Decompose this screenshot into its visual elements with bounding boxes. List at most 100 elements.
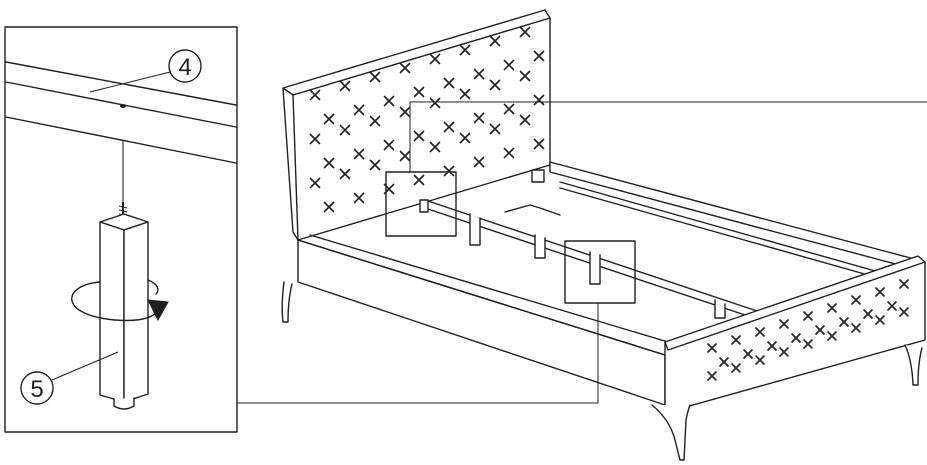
stitch-mark	[503, 59, 515, 71]
stitch-mark	[814, 324, 826, 336]
stitch-mark	[503, 103, 515, 115]
rail-bracket	[531, 169, 545, 183]
stitch-mark	[459, 88, 471, 100]
callout-5-leader	[51, 351, 119, 381]
stitch-mark	[533, 94, 545, 106]
callout-4: 4	[89, 49, 202, 93]
stitch-mark	[898, 306, 910, 318]
stitch-mark	[706, 370, 718, 382]
stitch-mark	[519, 26, 531, 38]
footboard-panel	[664, 255, 926, 413]
stitch-mark	[533, 138, 545, 150]
beam-leg-4	[714, 299, 726, 319]
stitch-mark	[826, 302, 838, 314]
stitch-mark	[383, 139, 395, 151]
stitch-mark	[323, 113, 335, 125]
stitch-mark	[766, 340, 778, 352]
stitch-mark	[874, 314, 886, 326]
stitch-mark	[399, 106, 411, 118]
leg-foot	[113, 397, 135, 410]
stitch-mark	[459, 44, 471, 56]
stitch-mark	[353, 148, 365, 160]
leader-to-detail-top	[409, 101, 927, 172]
stitch-mark	[489, 79, 501, 91]
stitch-mark	[473, 112, 485, 124]
beam-leg-1	[469, 213, 481, 246]
stitch-mark	[802, 310, 814, 322]
callout-4-leader	[89, 71, 171, 93]
rail-face-edge	[5, 81, 237, 128]
stitch-mark	[443, 165, 455, 177]
support-leg	[99, 202, 149, 410]
stitch-mark	[353, 192, 365, 204]
leader-to-detail-inset	[237, 303, 599, 404]
stitch-mark	[369, 115, 381, 127]
stitch-mark	[778, 346, 790, 358]
rail-hole	[120, 104, 126, 108]
stitch-mark	[369, 71, 381, 83]
stitch-mark	[850, 322, 862, 334]
leg-left-face	[99, 221, 125, 403]
stitch-mark	[802, 338, 814, 350]
footboard-stitch-grid	[706, 278, 910, 382]
stitch-mark	[309, 177, 321, 189]
footboard-top-edge	[664, 261, 926, 351]
stitch-mark	[826, 330, 838, 342]
stitch-mark	[383, 95, 395, 107]
rail-bottom-edge	[5, 116, 237, 164]
stitch-mark	[754, 354, 766, 366]
stitch-mark	[489, 123, 501, 135]
stitch-mark	[429, 97, 441, 109]
stitch-mark	[413, 130, 425, 142]
near-rail-inner-lip	[309, 234, 669, 343]
stitch-mark	[886, 300, 898, 312]
stitch-mark	[309, 89, 321, 101]
stitch-mark	[790, 332, 802, 344]
detail-inset: 4 5	[4, 26, 238, 433]
zoom-box-beam-leg	[564, 240, 636, 304]
stitch-mark	[473, 156, 485, 168]
stitch-mark	[503, 147, 515, 159]
stitch-mark	[874, 286, 886, 298]
rail-top-edge	[5, 61, 237, 106]
stitch-mark	[459, 132, 471, 144]
stitch-mark	[533, 50, 545, 62]
headboard	[282, 9, 551, 241]
far-side-rail	[549, 161, 919, 271]
near-rail-inner-top	[297, 239, 666, 356]
leg-right-face	[123, 221, 149, 403]
stitch-mark	[742, 348, 754, 360]
rotate-arrow-icon	[71, 279, 169, 322]
stitch-mark	[754, 326, 766, 338]
stitch-mark	[399, 150, 411, 162]
stitch-mark	[778, 318, 790, 330]
stitch-mark	[339, 80, 351, 92]
beam-leg-3	[589, 251, 601, 285]
callout-5-label: 5	[30, 376, 43, 403]
stitch-mark	[413, 86, 425, 98]
headboard-panel	[282, 9, 551, 241]
beam-leg-2	[534, 234, 546, 259]
callout-5-circle	[20, 371, 54, 405]
callout-4-label: 4	[178, 54, 191, 81]
far-slat-strip-top	[559, 181, 901, 279]
headboard-leg-left	[281, 281, 293, 323]
stud-thread	[118, 205, 128, 221]
stitch-mark	[339, 124, 351, 136]
headboard-stitch-grid	[309, 26, 545, 213]
beam-bracket	[419, 199, 429, 213]
stitch-mark	[429, 53, 441, 65]
stitch-mark	[850, 294, 862, 306]
stitch-mark	[730, 362, 742, 374]
stitch-mark	[898, 278, 910, 290]
stitch-mark	[730, 334, 742, 346]
stitch-mark	[489, 35, 501, 47]
footboard	[664, 255, 926, 413]
callout-4-circle	[168, 49, 202, 83]
headboard-top-edge	[292, 17, 551, 96]
stitch-mark	[838, 316, 850, 328]
cross-support	[504, 204, 561, 216]
rail-section	[5, 61, 237, 164]
